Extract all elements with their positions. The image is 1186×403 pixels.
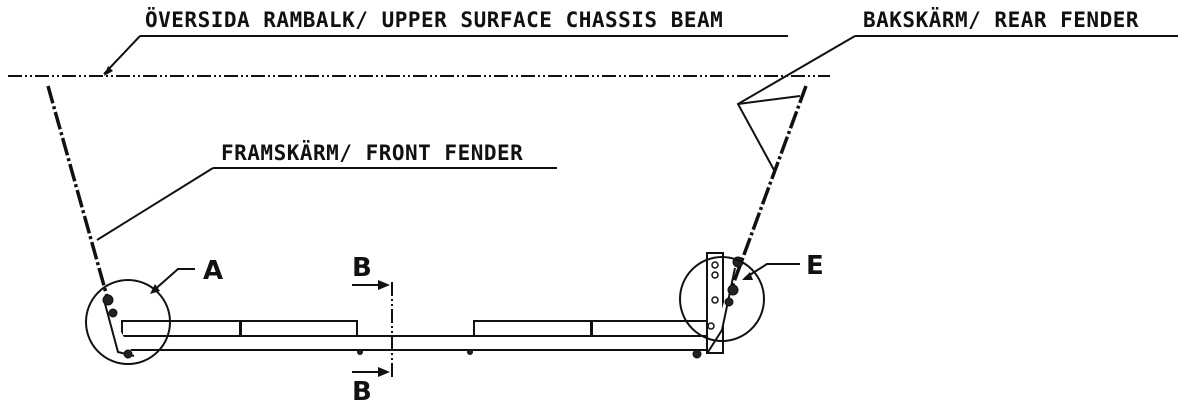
detail-circle-a <box>85 279 171 365</box>
detail-circle-e <box>679 256 765 342</box>
left-bolt-2 <box>108 308 118 318</box>
front-fender-outline <box>46 85 110 301</box>
right-bolt-4 <box>692 349 702 359</box>
leader-upper-surface <box>103 35 141 75</box>
right-plate-hole-1 <box>711 261 719 269</box>
section-arrow-b-bottom-head <box>378 367 390 377</box>
left-bolt-1 <box>102 294 114 306</box>
leader-rear-fender-branch <box>737 95 801 105</box>
leader-detail-a <box>151 268 195 293</box>
right-bolt-2 <box>727 284 739 296</box>
right-plate-hole-4 <box>707 322 715 330</box>
leader-detail-e <box>744 263 800 279</box>
label-front-fender: FRAMSKÄRM/ FRONT FENDER <box>221 140 523 165</box>
leader-front-fender <box>96 167 214 241</box>
base-plate <box>117 335 717 351</box>
section-arrow-b-top-head <box>378 280 390 290</box>
leader-arrow-detail-a <box>150 284 160 294</box>
label-rear-fender: BAKSKÄRM/ REAR FENDER <box>863 7 1139 32</box>
mat-left-2 <box>240 320 358 337</box>
rear-fender-outline <box>729 85 808 291</box>
detail-marker-e: E <box>806 251 824 281</box>
leader-arrow-detail-e <box>742 272 753 280</box>
detail-marker-a: A <box>203 256 223 286</box>
leader-rear-fender <box>736 35 856 171</box>
mat-right-1 <box>473 320 592 337</box>
right-bolt-3 <box>724 297 734 307</box>
underside-fastener-2 <box>467 349 473 355</box>
label-upper-surface-chassis-beam: ÖVERSIDA RAMBALK/ UPPER SURFACE CHASSIS … <box>145 7 723 32</box>
section-marker-b-top: B <box>352 253 372 283</box>
mat-right-2 <box>591 320 709 337</box>
mat-left-1 <box>121 320 241 337</box>
underside-fastener-1 <box>357 349 363 355</box>
section-marker-b-bottom: B <box>352 377 372 403</box>
right-plate-hole-3 <box>711 296 719 304</box>
left-bolt-3 <box>123 349 133 359</box>
right-plate-hole-2 <box>711 271 719 279</box>
leader-arrow-upper-surface <box>104 66 113 76</box>
